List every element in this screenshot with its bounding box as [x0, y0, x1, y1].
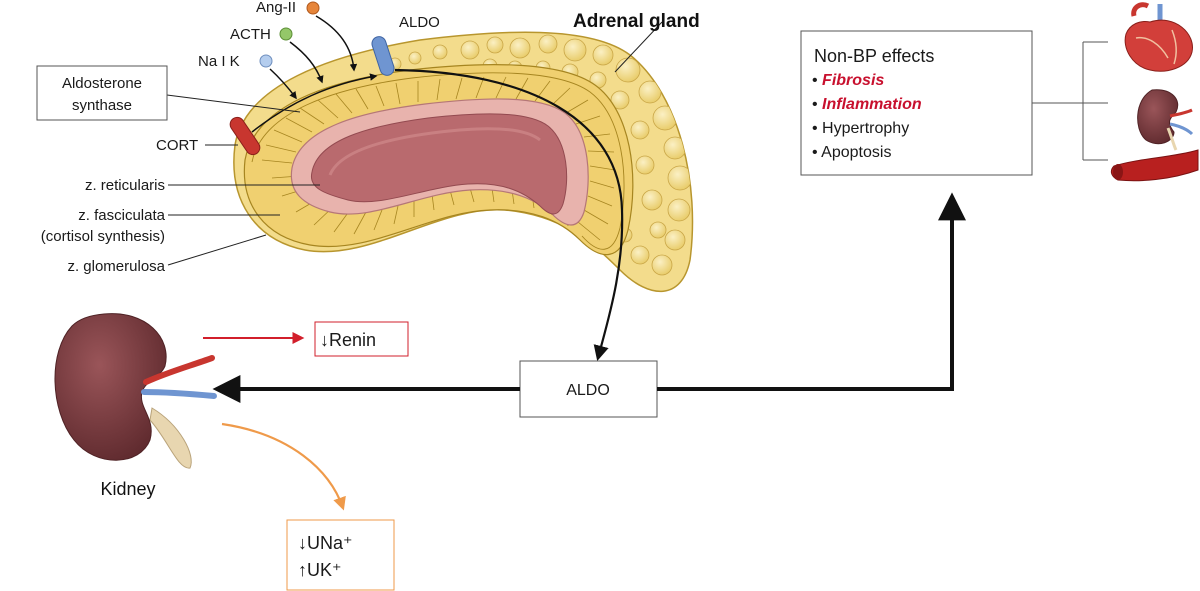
urine-effect-arrow	[221, 422, 346, 511]
non-bp-item: • Hypertrophy	[812, 120, 909, 137]
non-bp-list: • Fibrosis• Inflammation• Hypertrophy• A…	[812, 72, 922, 161]
reticularis-label: z. reticularis	[85, 177, 165, 194]
glomerulosa-label: z. glomerulosa	[67, 258, 165, 275]
aldo-release-arrow	[394, 68, 624, 361]
non-bp-box	[800, 30, 1033, 176]
renin-box	[314, 321, 409, 357]
non-bp-title: Non-BP effects	[814, 46, 934, 66]
renin-label: Renin	[329, 330, 376, 350]
non-bp-item: • Fibrosis	[812, 72, 884, 89]
leader-lines	[166, 21, 663, 266]
bullet: •	[812, 120, 822, 137]
acth-arrow	[289, 41, 324, 84]
fasciculata-note: (cortisol synthesis)	[41, 228, 165, 245]
synthesis-arc-arrow	[251, 73, 378, 133]
ang2-label: Ang-II	[256, 0, 296, 16]
aldo-center-box	[519, 360, 658, 418]
nak-ball	[259, 54, 273, 68]
bullet: •	[812, 72, 822, 89]
heart-icon	[1124, 2, 1193, 72]
una-text: ↓UNa⁺	[298, 533, 353, 553]
uk-text: ↑UK⁺	[298, 560, 342, 580]
blood-vessel-icon	[1110, 149, 1199, 182]
synthase-line2: synthase	[72, 97, 132, 114]
non-bp-item-label: Fibrosis	[822, 72, 884, 89]
bullet: •	[812, 96, 822, 113]
glomerulosa-boundary	[251, 72, 625, 250]
nak-label: Na I K	[198, 53, 240, 70]
acth-label: ACTH	[230, 26, 271, 43]
cort-receptor-capsule	[229, 116, 261, 156]
bullet: •	[812, 144, 821, 161]
adrenal-gland	[233, 31, 694, 293]
renin-text: ↓Renin	[320, 330, 376, 350]
adrenal-medulla	[310, 113, 568, 215]
adrenal-title: Adrenal gland	[573, 11, 700, 32]
fasciculata-label: z. fasciculata	[78, 207, 165, 224]
aldo-receptor-capsule	[371, 36, 395, 76]
cort-label: CORT	[156, 137, 198, 154]
synthase-box	[36, 65, 168, 121]
non-bp-item-label: Inflammation	[822, 96, 922, 113]
kidney-small-icon	[1137, 89, 1194, 151]
aldo-center-label: ALDO	[566, 382, 610, 399]
fat-bubbles	[388, 34, 693, 276]
urine-box	[286, 519, 395, 591]
acth-ball	[279, 27, 293, 41]
kidney-icon	[54, 313, 217, 469]
nak-arrow	[269, 68, 297, 100]
renin-down-arrow: ↓	[320, 330, 329, 350]
non-bp-item: • Apoptosis	[812, 144, 891, 161]
synthase-line1: Aldosterone	[62, 75, 142, 92]
kidney-label: Kidney	[100, 479, 155, 499]
aldo-to-nonbp-arrow	[657, 192, 966, 391]
non-bp-item: • Inflammation	[812, 96, 922, 113]
non-bp-item-label: Apoptosis	[821, 144, 891, 161]
aldo-top-label: ALDO	[399, 14, 440, 31]
organ-bracket	[1032, 41, 1108, 161]
ang2-arrow	[315, 15, 358, 72]
non-bp-item-label: Hypertrophy	[822, 120, 909, 137]
ang2-ball	[306, 1, 320, 15]
